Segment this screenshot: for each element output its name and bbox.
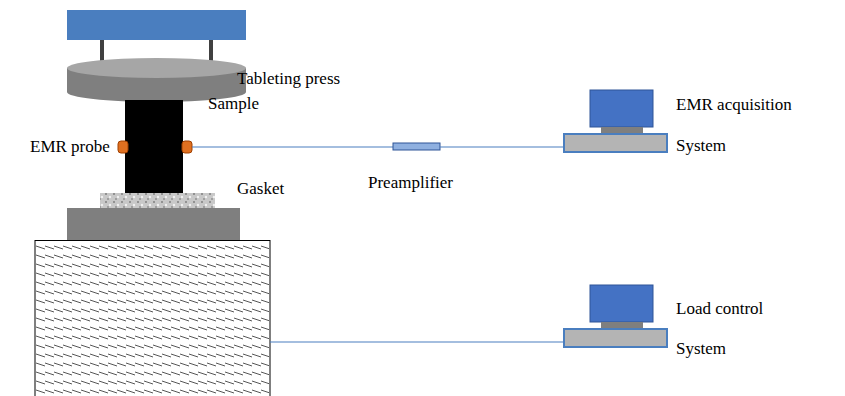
- emr-probe: [118, 141, 128, 153]
- preamplifier-label: Preamplifier: [368, 174, 453, 193]
- computer-base: [564, 134, 667, 152]
- system-label: Load control: [676, 300, 763, 319]
- signal-wire: [440, 146, 563, 147]
- monitor-stand: [601, 322, 643, 329]
- system-label: EMR acquisition: [676, 96, 792, 115]
- press-disk-top: [67, 58, 246, 78]
- gasket: [100, 193, 215, 208]
- press-plate: [67, 10, 246, 40]
- gasket-label: Gasket: [237, 180, 284, 199]
- loading-frame: [35, 241, 270, 396]
- system-label: System: [676, 137, 726, 156]
- press-leg: [209, 40, 213, 62]
- press-base: [67, 208, 240, 240]
- emr-probe: [182, 141, 192, 153]
- computer-base: [564, 329, 667, 347]
- control-wire: [270, 341, 563, 342]
- frame-hatching: [36, 241, 269, 396]
- preamplifier: [393, 143, 440, 150]
- sample-label: Sample: [208, 95, 259, 114]
- signal-wire: [192, 146, 393, 147]
- monitor: [590, 285, 653, 322]
- monitor-stand: [601, 127, 643, 134]
- press-leg: [100, 40, 104, 62]
- sample-column: [125, 100, 183, 193]
- monitor: [590, 90, 653, 127]
- press-label: Tableting press: [237, 70, 340, 89]
- probe-label: EMR probe: [30, 138, 110, 157]
- system-label: System: [676, 340, 726, 359]
